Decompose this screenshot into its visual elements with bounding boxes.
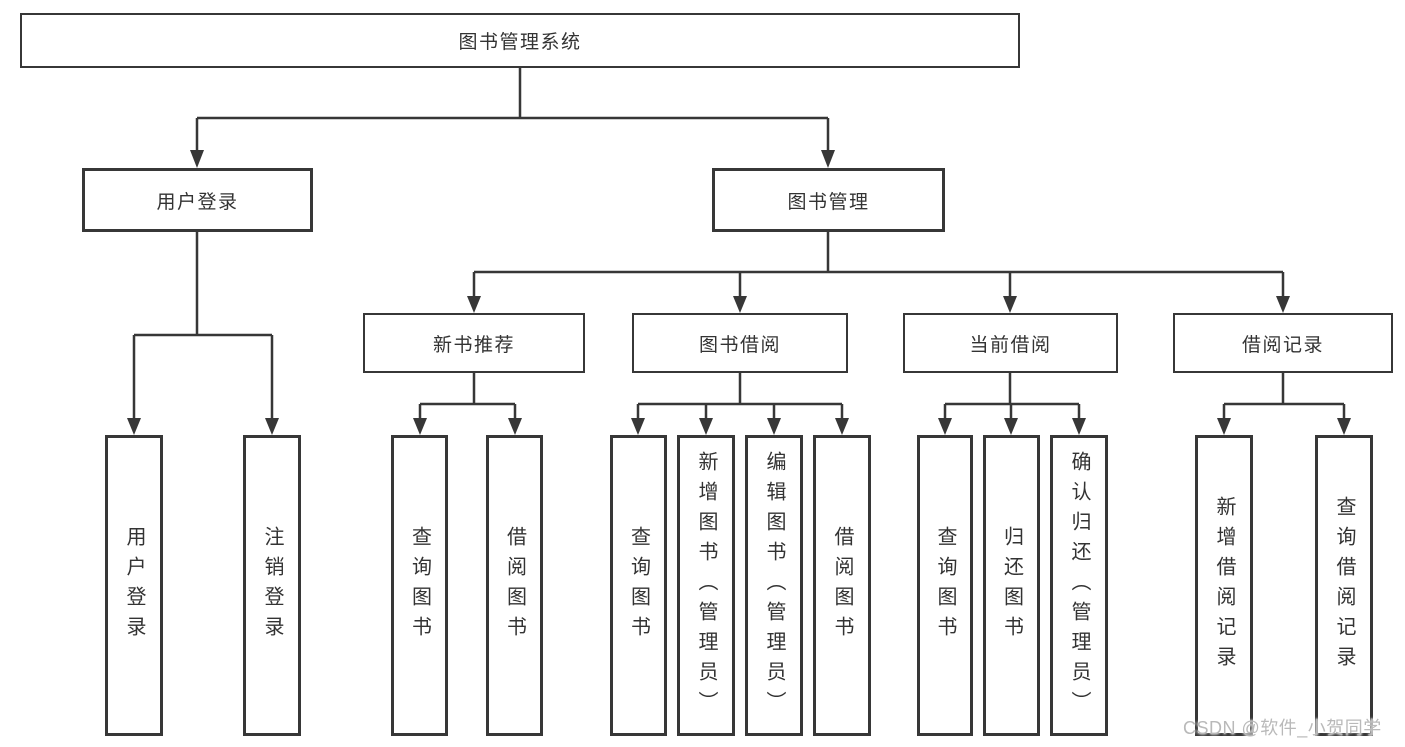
node-label: 用户登录 <box>156 191 239 213</box>
node-label: 查询图书 <box>408 525 431 646</box>
leaf-recommend-borrow-books: 借阅图书 <box>486 435 543 736</box>
node-label: 归还图书 <box>1000 525 1023 646</box>
node-label: 查询借阅记录 <box>1333 495 1355 676</box>
node-label: 借阅图书 <box>831 525 853 646</box>
node-label: 图书借阅 <box>698 334 781 356</box>
node-label: 编辑图书（管理员） <box>763 450 785 721</box>
node-label: 图书管理系统 <box>458 32 582 53</box>
leaf-borrow-add-books-admin: 新增图书（管理员） <box>677 435 735 736</box>
node-label: 新书推荐 <box>432 334 515 356</box>
watermark: CSDN @软件_小贺同学 <box>1183 718 1382 738</box>
leaf-records-query-record: 查询借阅记录 <box>1315 435 1373 736</box>
leaf-borrow-edit-books-admin: 编辑图书（管理员） <box>745 435 803 736</box>
node-label: 用户登录 <box>123 525 145 646</box>
leaf-borrow-query-books: 查询图书 <box>610 435 667 736</box>
node-library-management-system: 图书管理系统 <box>20 13 1020 68</box>
node-label: 查询图书 <box>627 525 650 646</box>
node-book-management: 图书管理 <box>712 168 945 232</box>
leaf-recommend-query-books: 查询图书 <box>391 435 448 736</box>
node-label: 查询图书 <box>934 525 956 646</box>
node-label: 借阅图书 <box>503 525 526 646</box>
node-current-borrowing: 当前借阅 <box>903 313 1118 373</box>
node-label: 确认归还（管理员） <box>1068 450 1090 721</box>
node-user-login: 用户登录 <box>82 168 313 232</box>
leaf-borrow-borrow-books: 借阅图书 <box>813 435 871 736</box>
node-label: 当前借阅 <box>969 334 1052 356</box>
node-label: 图书管理 <box>787 191 870 213</box>
node-new-book-recommendation: 新书推荐 <box>363 313 585 373</box>
node-label: 借阅记录 <box>1241 334 1324 356</box>
node-borrowing-records: 借阅记录 <box>1173 313 1393 373</box>
node-label: 新增图书（管理员） <box>695 450 717 721</box>
node-book-borrowing: 图书借阅 <box>632 313 848 373</box>
leaf-current-return-books: 归还图书 <box>983 435 1040 736</box>
node-label: 注销登录 <box>261 525 283 646</box>
leaf-current-confirm-return-admin: 确认归还（管理员） <box>1050 435 1108 736</box>
leaf-logout: 注销登录 <box>243 435 301 736</box>
leaf-records-add-record: 新增借阅记录 <box>1195 435 1253 736</box>
leaf-current-query-books: 查询图书 <box>917 435 973 736</box>
node-label: 新增借阅记录 <box>1213 495 1235 676</box>
leaf-user-login: 用户登录 <box>105 435 163 736</box>
